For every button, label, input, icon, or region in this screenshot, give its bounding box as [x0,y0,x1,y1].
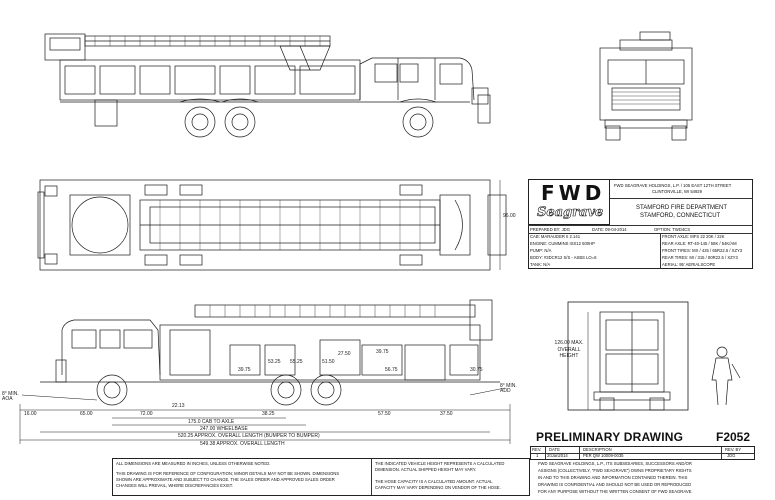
description-value: PER QW 10009-0035 [583,453,624,458]
engine-spec: ENGINE: CUMMINS ISX12 500HP [530,241,595,246]
drawing-number: F2052 [716,430,751,444]
rear-view [567,301,741,411]
rev-by-header: REV. BY [725,447,742,452]
legal-line-5: FOR ANY PURPOSE WITHOUT THE WRITTEN CONS… [538,489,693,494]
cab-spec: CAB: MARAUDER II 2.141 [530,234,581,239]
front-view [599,31,693,141]
cab-to-axle-dim: 175.0 CAB TO AXLE [188,419,235,425]
note-4b: CAPACITY MAY VARY DEPENDING ON VENDOR OF… [375,485,501,490]
customer-city: STAMFORD, CONNECTICUT [640,213,721,219]
note-1: ALL DIMENSIONS ARE MEASURED IN INCHES, U… [116,461,271,466]
note-2c: CHANGES WILL PREVAIL, WHERE DISCREPANCIE… [116,483,233,488]
dim-65: 65.00 [80,411,93,417]
dim-38-25: 38.25 [262,411,275,417]
tank-spec: TANK: N/A [530,262,551,267]
date-value: 20Jan2014 [547,453,568,458]
company-address-2: CLINTONVILLE, WI 54929 [652,189,702,194]
comp-39-75: 39.75 [238,367,251,373]
side-view-top [44,33,491,138]
date-header: DATE [549,447,560,452]
note-4a: THE HOSE CAPACITY IS A CALCULATED AMOUNT… [375,479,493,484]
rear-axle-spec: REAR AXLE: RT-40-145 / 58K / 54K/AM [662,241,737,246]
option-code: OPTION: TWD4CS [654,227,690,232]
overall-height-dim: 126.00 MAX. OVERALL HEIGHT [554,340,584,359]
preliminary-heading: PRELIMINARY DRAWING [536,430,684,444]
dim-57-50: 57.50 [378,411,391,417]
fwd-logo: FWD [541,181,606,205]
overall-width-dim: 96.00 [503,213,516,219]
comp-56-75: 56.75 [385,367,398,373]
dim-37-50: 37.50 [440,411,453,417]
customer-name: STAMFORD FIRE DEPARTMENT [636,205,728,211]
rear-tires-spec: REAR TIRES: MI / 315 / 80R22.5 / XZY3 [662,255,738,260]
drawing-date: DATE: 09-04-2014 [592,227,627,232]
legal-line-1: FWD SEAGRAVE HOLDINGS, L.P., ITS SUBSIDI… [538,461,692,466]
wheelbase-dim: 247.00 WHEELBASE [200,426,248,432]
plan-view [37,179,507,271]
logo-box: FWD Seagrave [528,179,610,225]
legal-line-4: DRAWING IS CONFIDENTIAL AND SHOULD NOT B… [538,482,692,487]
company-address-1: FWD SEAGRAVE HOLDINGS, L.P. / 105 EAST 1… [614,183,732,188]
overall-length-dim: 520.25 APPROX. OVERALL LENGTH (BUMPER TO… [178,433,320,439]
comp-53-25: 53.25 [268,359,281,365]
front-tires-spec: FRONT TIRES: MX / 425 / 65R22.5 / XZY3 [662,248,743,253]
front-axle-spec: FRONT AXLE: MFS 22 20K / 22K [662,234,725,239]
legal-line-2: ASSIGNS (COLLECTIVELY, "FWD SEAGRAVE") O… [538,468,692,473]
comp-55-25: 55.25 [290,359,303,365]
note-2a: THIS DRAWING IS FOR REFERENCE OF CONFIGU… [116,471,340,476]
overall-length-2-dim: 549.38 APPROX. OVERALL LENGTH [200,441,285,447]
rev-value: 1 [536,453,539,458]
approach-angle-dim: 8° MIN. AOA [2,391,19,402]
aerial-spec: AERIAL: 95' AERIALSCOPE [662,262,716,267]
comp-30-75: 30.75 [470,367,483,373]
revision-table: REV. DATE DESCRIPTION REV. BY 1 20Jan201… [530,446,755,460]
legal-line-3: IN AND TO THIS DRAWING AND INFORMATION C… [538,475,688,480]
note-3b: DIMENSION. ACTUAL SHIPPED HEIGHT MAY VAR… [375,467,477,472]
legal-box: FWD SEAGRAVE HOLDINGS, L.P., ITS SUBSIDI… [530,460,755,496]
note-2b: SHOWN ARE APPROXIMATE AND SUBJECT TO CHA… [116,477,335,482]
prepared-by: PREPARED BY: JDG [530,227,570,232]
note-3a: THE INDICATED VEHICLE HEIGHT REPRESENTS … [375,461,505,466]
side-view-bottom [19,299,511,444]
body-spec: BODY: #3DCR12 S/S - ASBS LO=6 [530,255,597,260]
notes-box: ALL DIMENSIONS ARE MEASURED IN INCHES, U… [112,458,530,496]
departure-angle-dim: 8° MIN. ADD [500,383,517,394]
pump-spec: PUMP: N/A [530,248,552,253]
comp-27-50: 27.50 [338,351,351,357]
seagrave-logo: Seagrave [537,205,604,220]
description-header: DESCRIPTION [583,447,612,452]
dim-16: 16.00 [24,411,37,417]
comp-39-75b: 39.75 [376,349,389,355]
rev-by-value: JDG [727,453,736,458]
dim-72: 72.00 [140,411,153,417]
dim-22-13: 22.13 [172,403,185,409]
rev-header: REV. [532,447,542,452]
comp-51-50: 51.50 [322,359,335,365]
